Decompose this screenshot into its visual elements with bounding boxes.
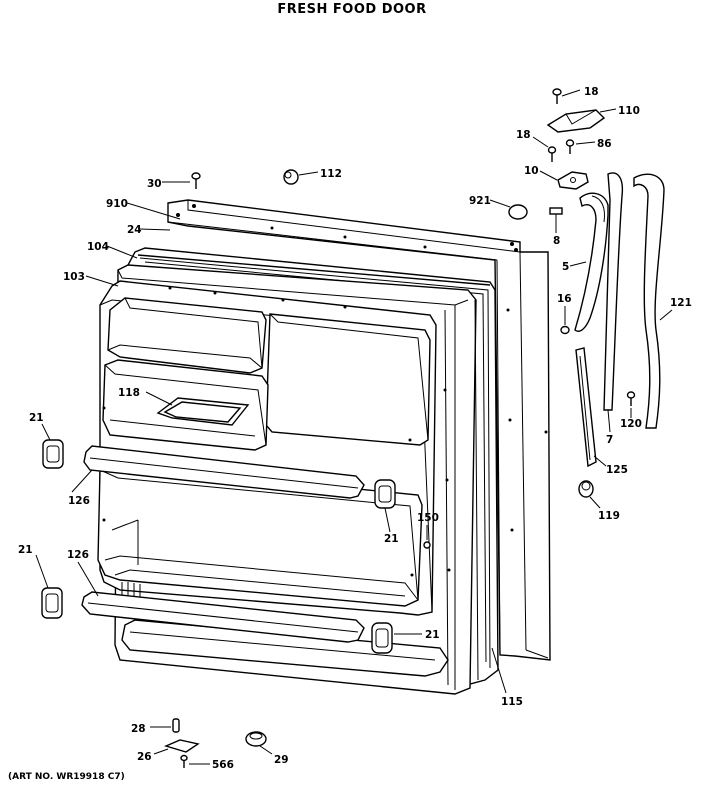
label-86: 86 — [597, 138, 612, 150]
end-cap-21-lower-right — [371, 622, 393, 654]
label-10: 10 — [524, 165, 539, 177]
label-16: 16 — [557, 293, 572, 305]
pin-28 — [150, 718, 180, 733]
end-cap-21-upper-left — [42, 439, 64, 469]
plug-112 — [283, 169, 319, 185]
label-103: 103 — [63, 271, 85, 283]
shelf-rail-upper — [83, 445, 365, 499]
screw-30 — [162, 172, 201, 189]
label-112: 112 — [320, 168, 342, 180]
bumper-29 — [245, 731, 273, 755]
handle-end-trim-121 — [633, 173, 673, 429]
screw-86 — [565, 139, 596, 154]
handle-trim-7 — [603, 172, 624, 433]
hinge-cover-110 — [546, 108, 617, 133]
label-30: 30 — [147, 178, 162, 190]
label-21: 21 — [29, 412, 44, 424]
label-24: 24 — [127, 224, 142, 236]
screw-566 — [180, 754, 210, 768]
label-8: 8 — [553, 235, 560, 247]
label-21: 21 — [425, 629, 440, 641]
label-921: 921 — [469, 195, 491, 207]
label-29: 29 — [274, 754, 289, 766]
cap-119 — [578, 480, 601, 509]
plug-921 — [489, 199, 528, 220]
label-121: 121 — [670, 297, 692, 309]
label-119: 119 — [598, 510, 620, 522]
bracket-26 — [153, 739, 200, 755]
label-125: 125 — [606, 464, 628, 476]
label-910: 910 — [106, 198, 128, 210]
label-26: 26 — [137, 751, 152, 763]
lower-handle-trim-125 — [575, 347, 607, 468]
end-cap-21-upper-right — [374, 479, 396, 509]
screw-120 — [626, 391, 636, 418]
label-21: 21 — [384, 533, 399, 545]
butter-dish-118 — [145, 391, 250, 426]
screw-16 — [560, 306, 570, 335]
label-566: 566 — [212, 759, 234, 771]
art-number: (ART NO. WR19918 C7) — [8, 772, 125, 782]
diagram-title: FRESH FOOD DOOR — [277, 2, 427, 17]
screw-150 — [423, 525, 431, 549]
label-104: 104 — [87, 241, 109, 253]
label-21: 21 — [18, 544, 33, 556]
label-115: 115 — [501, 696, 523, 708]
label-28: 28 — [131, 723, 146, 735]
label-18: 18 — [584, 86, 599, 98]
label-5: 5 — [562, 261, 569, 273]
label-18: 18 — [516, 129, 531, 141]
label-120: 120 — [620, 418, 642, 430]
label-126: 126 — [67, 549, 89, 561]
label-110: 110 — [618, 105, 640, 117]
shelf-rail-lower — [81, 591, 365, 643]
hinge-10 — [539, 170, 589, 190]
door-handle-5 — [569, 192, 609, 332]
label-150: 150 — [417, 512, 439, 524]
label-126: 126 — [68, 495, 90, 507]
label-118: 118 — [118, 387, 140, 399]
screw-18-top — [552, 88, 581, 104]
label-7: 7 — [606, 434, 613, 446]
stop-8 — [549, 207, 563, 233]
end-cap-21-lower-left — [41, 587, 63, 619]
screw-18-mid — [532, 136, 557, 162]
outer-door-panel — [167, 199, 551, 661]
